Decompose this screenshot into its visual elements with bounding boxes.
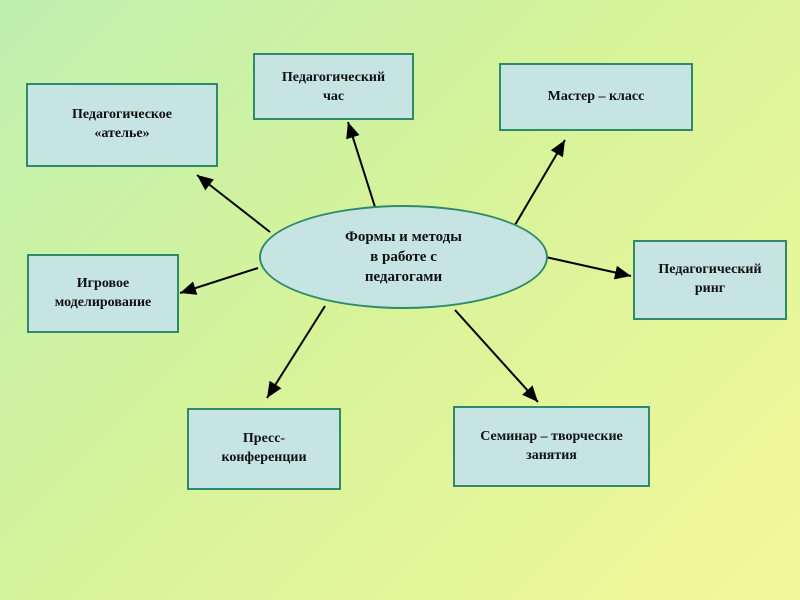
node-pedagogical-hour: Педагогический час [253, 53, 414, 120]
node-seminar-creative-classes: Семинар – творческие занятия [453, 406, 650, 487]
node-pedagogical-ring: Педагогический ринг [633, 240, 787, 320]
arrow-to-hour [346, 121, 376, 208]
arrow-to-press [266, 305, 326, 399]
node-game-modeling: Игровое моделирование [27, 254, 179, 333]
node-press-conference: Пресс- конференции [187, 408, 341, 490]
central-topic-ellipse: Формы и методы в работе с педагогами [259, 205, 548, 309]
arrow-to-game [179, 267, 259, 295]
node-master-class: Мастер – класс [499, 63, 693, 131]
node-pedagogical-atelier: Педагогическое «ателье» [26, 83, 218, 167]
arrow-to-master [514, 139, 566, 226]
arrow-to-seminar [454, 309, 539, 403]
arrow-to-ring [540, 255, 632, 280]
arrow-to-atelier [196, 174, 271, 233]
